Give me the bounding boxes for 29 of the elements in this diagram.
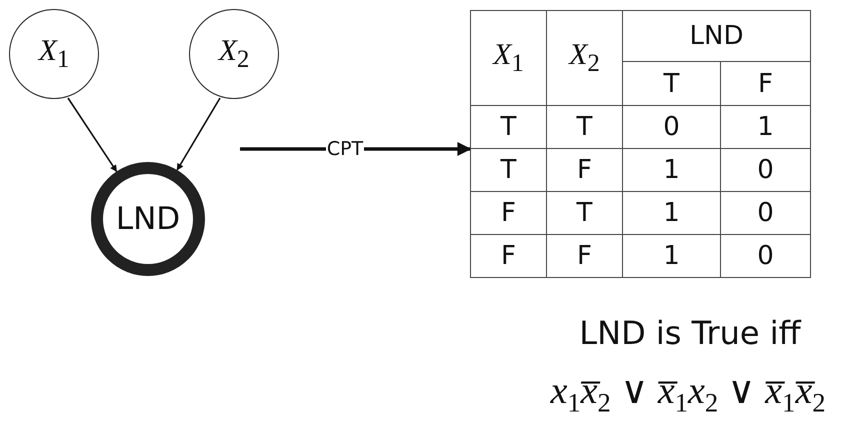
table-value: 1 <box>622 234 720 278</box>
table-value: T <box>546 106 622 148</box>
table-value: T <box>470 106 546 148</box>
table-value: 1 <box>622 148 720 192</box>
truth-table <box>470 10 811 278</box>
column-header: LND <box>622 10 810 62</box>
boolean-formula: x$_{1}$x̅$_{2}$ ∨ x̅$_{1}$x$_{2}$ ∨ x̅$_{1}$x̅$_{2}$ <box>550 368 826 418</box>
table-value: 1 <box>720 106 810 148</box>
column-header: X$_{1}$ <box>470 10 546 106</box>
table-value: T <box>470 148 546 192</box>
table-value: F <box>546 234 622 278</box>
table-value: 0 <box>720 148 810 192</box>
table-value: F <box>546 148 622 192</box>
arrow <box>176 98 221 171</box>
table-value: T <box>546 192 622 234</box>
condition-text: LND is True iff <box>579 314 801 352</box>
table-value: 0 <box>720 234 810 278</box>
arrow <box>67 98 118 172</box>
table-value: 0 <box>720 192 810 234</box>
column-header: X$_{2}$ <box>546 10 622 106</box>
table-value: F <box>470 234 546 278</box>
table-value: F <box>470 192 546 234</box>
node-label: LND <box>116 201 180 237</box>
node-label: X$_{2}$ <box>218 34 250 74</box>
table-value: 0 <box>622 106 720 148</box>
column-header: F <box>720 62 810 106</box>
column-header: T <box>622 62 720 106</box>
table-value: 1 <box>622 192 720 234</box>
node-label: X$_{1}$ <box>38 34 70 74</box>
